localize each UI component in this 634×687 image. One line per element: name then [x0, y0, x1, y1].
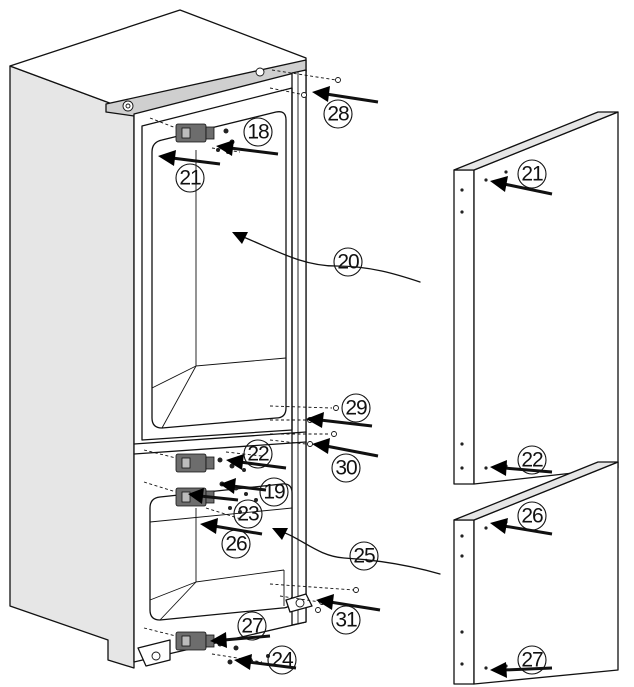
arrow-26-door — [490, 518, 553, 536]
leader-lines — [232, 232, 441, 575]
svg-text:23: 23 — [237, 503, 259, 526]
arrow-22-door — [490, 460, 553, 476]
arrow-24 — [234, 654, 297, 670]
lower-compartment-opening — [149, 483, 293, 621]
arrow-23 — [188, 488, 239, 504]
svg-text:19: 19 — [263, 481, 285, 504]
callouts: 18 21 28 20 21 29 22 30 19 23 26 25 22 2… — [175, 99, 547, 675]
svg-text:26: 26 — [521, 505, 543, 528]
svg-text:27: 27 — [241, 615, 263, 638]
hinge-middle-upper — [143, 449, 263, 473]
svg-text:21: 21 — [521, 163, 543, 186]
leader-20 — [235, 233, 421, 283]
arrow-21-door — [490, 176, 553, 196]
svg-text:27: 27 — [521, 649, 543, 672]
leader-25 — [275, 529, 441, 575]
svg-text:21: 21 — [179, 167, 201, 190]
callout-28: 28 — [323, 99, 353, 129]
arrow-21-cabinet — [158, 150, 221, 166]
callout-19: 19 — [259, 477, 289, 507]
callout-31: 31 — [331, 605, 361, 635]
svg-text:24: 24 — [271, 649, 294, 672]
svg-text:26: 26 — [225, 533, 247, 556]
callout-24: 24 — [267, 645, 297, 675]
callout-30: 30 — [331, 453, 361, 483]
svg-text:18: 18 — [247, 121, 269, 144]
svg-text:28: 28 — [327, 103, 349, 126]
callout-29: 29 — [341, 393, 371, 423]
callout-22-door: 22 — [517, 445, 547, 475]
cabinet — [9, 9, 313, 669]
callout-21-cabinet: 21 — [175, 163, 205, 193]
svg-text:30: 30 — [335, 457, 357, 480]
arrow-27-cabinet — [210, 632, 271, 648]
cabinet-foot-right — [285, 593, 313, 613]
callout-26-cabinet: 26 — [221, 529, 251, 559]
svg-text:31: 31 — [335, 609, 357, 632]
callout-20: 20 — [333, 247, 363, 277]
svg-text:29: 29 — [345, 397, 367, 420]
svg-text:25: 25 — [353, 545, 375, 568]
arrow-28 — [312, 86, 379, 104]
cabinet-foot-left — [137, 639, 171, 667]
arrow-18 — [216, 140, 279, 156]
arrow-27-door — [490, 662, 553, 678]
callout-27-door: 27 — [517, 645, 547, 675]
svg-text:20: 20 — [337, 251, 359, 274]
svg-text:22: 22 — [247, 443, 269, 466]
upper-compartment-frame — [141, 87, 293, 441]
callout-27-cabinet: 27 — [237, 611, 267, 641]
callout-25: 25 — [349, 541, 379, 571]
arrow-30 — [312, 438, 379, 458]
callout-23: 23 — [233, 499, 263, 529]
svg-text:22: 22 — [521, 449, 543, 472]
callout-18: 18 — [243, 117, 273, 147]
callout-26-door: 26 — [517, 501, 547, 531]
cabinet-left-side — [9, 65, 135, 669]
callout-21-door: 21 — [517, 159, 547, 189]
arrow-31 — [316, 594, 381, 612]
door-panel-lower — [453, 461, 619, 685]
door-panel-upper — [453, 111, 619, 485]
callout-22-cabinet: 22 — [243, 439, 273, 469]
arrow-29 — [306, 412, 373, 428]
